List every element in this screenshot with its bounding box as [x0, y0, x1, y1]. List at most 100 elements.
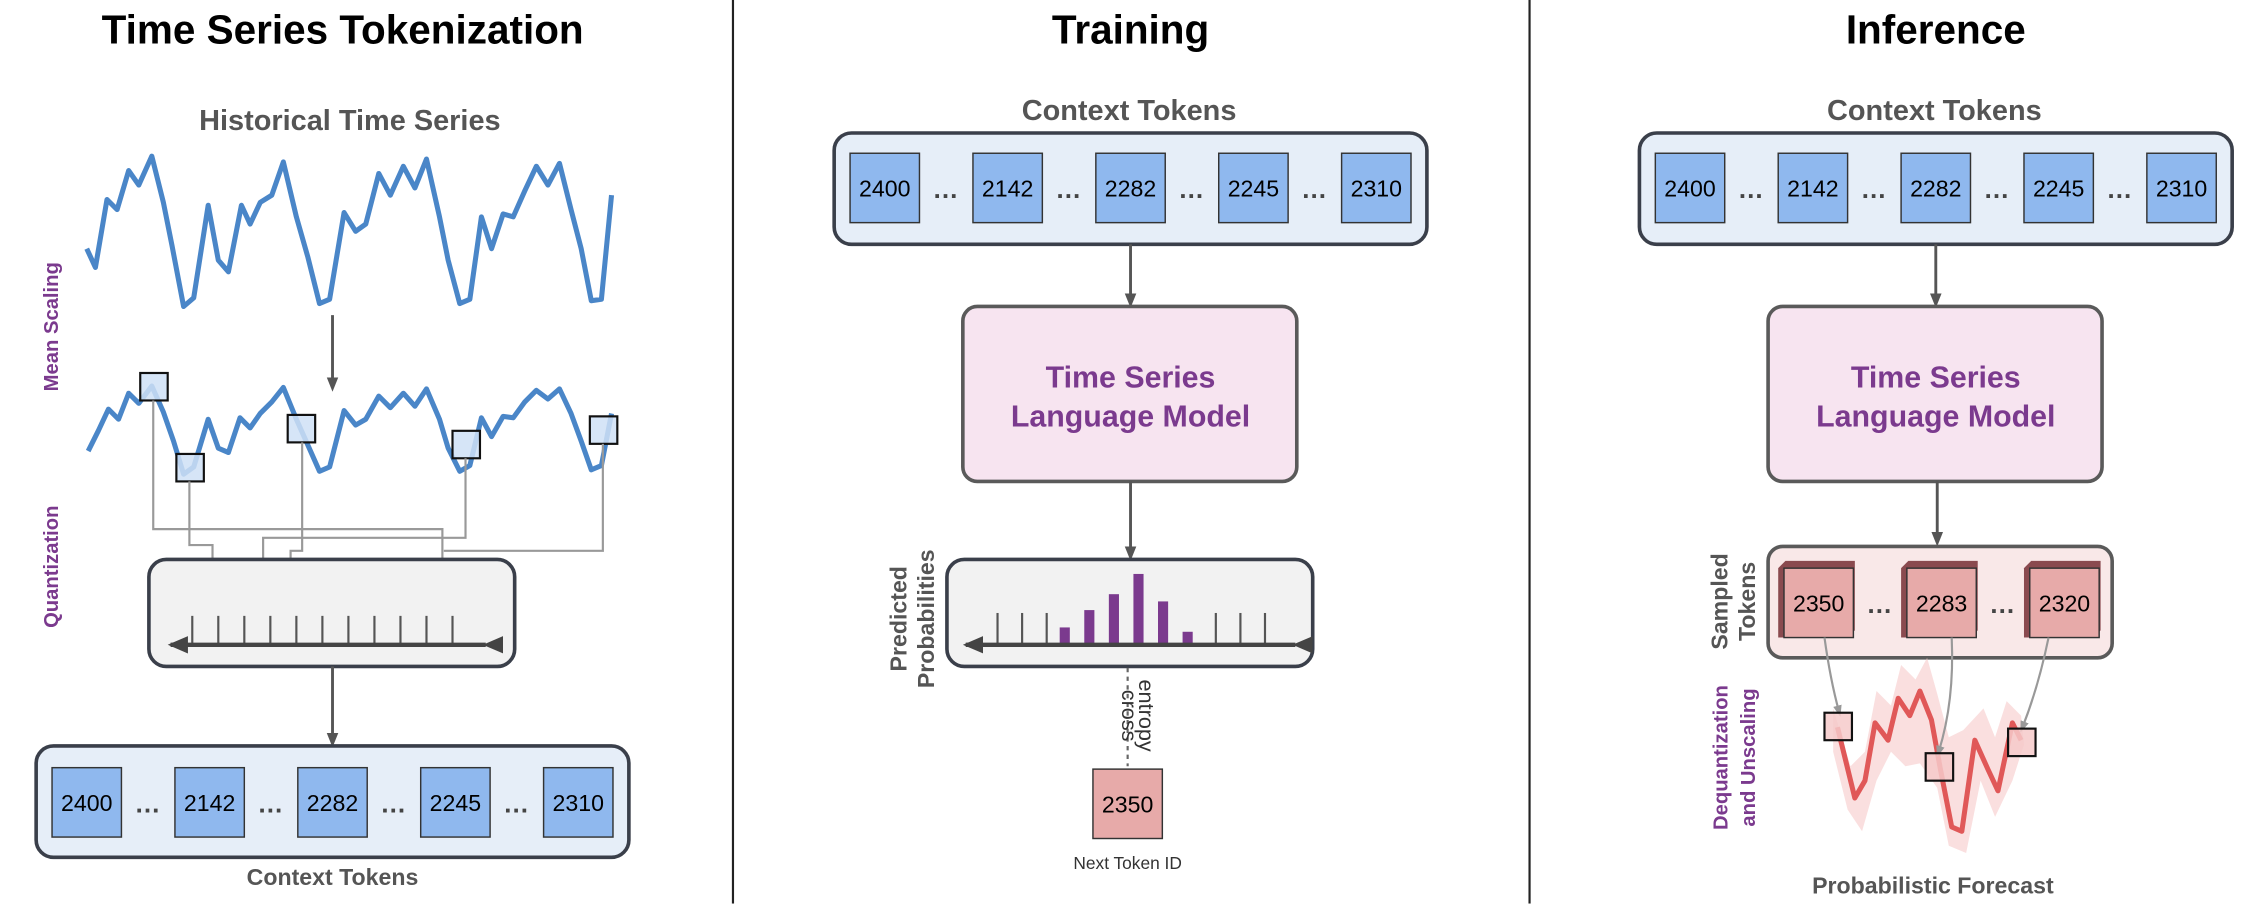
context-token-value: 2310: [553, 790, 604, 816]
model-label-line2: Language Model: [1011, 400, 1250, 433]
context-token: [1777, 152, 1849, 224]
dequant-sample-square: [1924, 752, 1955, 782]
context-token: [1095, 152, 1166, 224]
panel-inference: Inference Context Tokens 2400 … 2142 … 2…: [1637, 6, 2234, 898]
sampled-token-value: 2283: [1916, 591, 1967, 617]
context-token-value: 2400: [61, 790, 112, 816]
context-tokens-label: Context Tokens: [1827, 95, 2042, 127]
context-token: [419, 766, 491, 838]
context-tokens: 2400 … 2142 … 2282 … 2245 … 2310: [1654, 152, 2217, 224]
context-token: [51, 766, 123, 838]
context-token: [1218, 152, 1289, 224]
context-token-value: 2245: [1228, 176, 1279, 202]
cross-label: cross: [1117, 690, 1142, 742]
historical-series-line: [84, 153, 615, 310]
context-token: [849, 152, 921, 224]
next-token-value: 2350: [1102, 791, 1153, 817]
context-token-value: 2400: [859, 176, 910, 202]
entropy-label: entropy: [1134, 679, 1159, 751]
next-token: [1092, 768, 1164, 840]
quant-sample-square: [451, 429, 482, 460]
context-token: [1654, 152, 1726, 224]
panel-title-training: Training: [1052, 6, 1209, 52]
probability-bar: [1158, 601, 1169, 645]
ellipsis: …: [503, 788, 529, 818]
ellipsis: …: [932, 174, 958, 204]
ellipsis: …: [1738, 174, 1764, 204]
panel-title-inference: Inference: [1846, 6, 2026, 52]
ellipsis: …: [1178, 174, 1204, 204]
context-token: [1340, 152, 1412, 224]
quant-sample-square: [588, 415, 619, 445]
probability-box: [945, 557, 1315, 669]
historical-series-label: Historical Time Series: [199, 105, 501, 137]
model-label-line2: Language Model: [1816, 400, 2055, 433]
context-token-value: 2142: [184, 790, 235, 816]
quant-sample-square: [286, 413, 317, 444]
context-token-value: 2400: [1664, 176, 1715, 202]
context-token: [2146, 152, 2217, 224]
ellipsis: …: [1989, 589, 2015, 619]
panel-training: Training Context Tokens 2400 … 2142 … 22…: [832, 6, 1429, 873]
context-token: [174, 766, 246, 838]
context-tokens: 2400 … 2142 … 2282 … 2245 … 2310: [849, 152, 1412, 224]
sampled-label-line2: Tokens: [1734, 562, 1760, 641]
forecast-median-line: [1835, 688, 2024, 834]
sampled-token-value: 2350: [1793, 591, 1844, 617]
context-token: [542, 766, 614, 838]
ellipsis: …: [134, 788, 160, 818]
quant-sample-square: [139, 371, 169, 402]
sampled-token-value: 2320: [2039, 591, 2090, 617]
dequant-label-line1: Dequantization: [1711, 685, 1733, 830]
quant-sample-square: [175, 452, 205, 483]
context-tokens-label: Context Tokens: [247, 864, 419, 890]
context-token-value: 2310: [2156, 176, 2207, 202]
dequant-connectors: [1823, 637, 2050, 758]
ellipsis: …: [380, 788, 406, 818]
context-token-value: 2310: [1351, 176, 1402, 202]
ellipsis: …: [1861, 174, 1887, 204]
dequant-label-line2: and Unscaling: [1738, 688, 1760, 826]
context-token-value: 2245: [430, 790, 481, 816]
context-tokens-label: Context Tokens: [1022, 95, 1237, 127]
ellipsis: …: [1301, 174, 1327, 204]
probabilistic-forecast-label: Probabilistic Forecast: [1812, 872, 2054, 898]
context-token-value: 2282: [307, 790, 358, 816]
quantization-box: [147, 557, 517, 669]
context-token: [297, 766, 368, 838]
probability-bar: [1108, 594, 1119, 645]
ellipsis: …: [257, 788, 283, 818]
sampled-token: [1906, 567, 1977, 639]
dequant-sample-square: [2006, 727, 2037, 758]
predicted-label-line2: Probabilities: [913, 549, 939, 688]
context-token-value: 2245: [2033, 176, 2084, 202]
quantization-label: Quantization: [41, 505, 63, 627]
panel-tokenization: Time Series Tokenization Historical Time…: [34, 6, 631, 890]
panel-title-tokenization: Time Series Tokenization: [102, 6, 584, 52]
context-token: [972, 152, 1044, 224]
sampled-token: [2029, 567, 2100, 639]
sampled-tokens: 2350 … 2283 … 2320: [1778, 560, 2101, 639]
predicted-label-line1: Predicted: [885, 566, 911, 671]
model-label-line1: Time Series: [1046, 361, 1216, 394]
scaled-series-line: [85, 383, 615, 477]
probability-bar: [1059, 627, 1070, 645]
context-tokens: 2400 … 2142 … 2282 … 2245 … 2310: [51, 766, 614, 838]
context-token-value: 2282: [1105, 176, 1156, 202]
dequant-sample-square: [1823, 711, 1854, 742]
probability-bar: [1084, 610, 1095, 645]
context-token-value: 2282: [1910, 176, 1961, 202]
ellipsis: …: [1055, 174, 1081, 204]
probability-bar: [1133, 573, 1144, 645]
mean-scaling-label: Mean Scaling: [41, 262, 63, 391]
ellipsis: …: [2106, 174, 2132, 204]
model-label-line1: Time Series: [1851, 361, 2021, 394]
ellipsis: …: [1984, 174, 2010, 204]
context-token-value: 2142: [1787, 176, 1838, 202]
sampled-token: [1783, 567, 1855, 639]
sampled-label-line1: Sampled: [1707, 553, 1733, 649]
ellipsis: …: [1866, 589, 1892, 619]
context-token: [1900, 152, 1972, 224]
